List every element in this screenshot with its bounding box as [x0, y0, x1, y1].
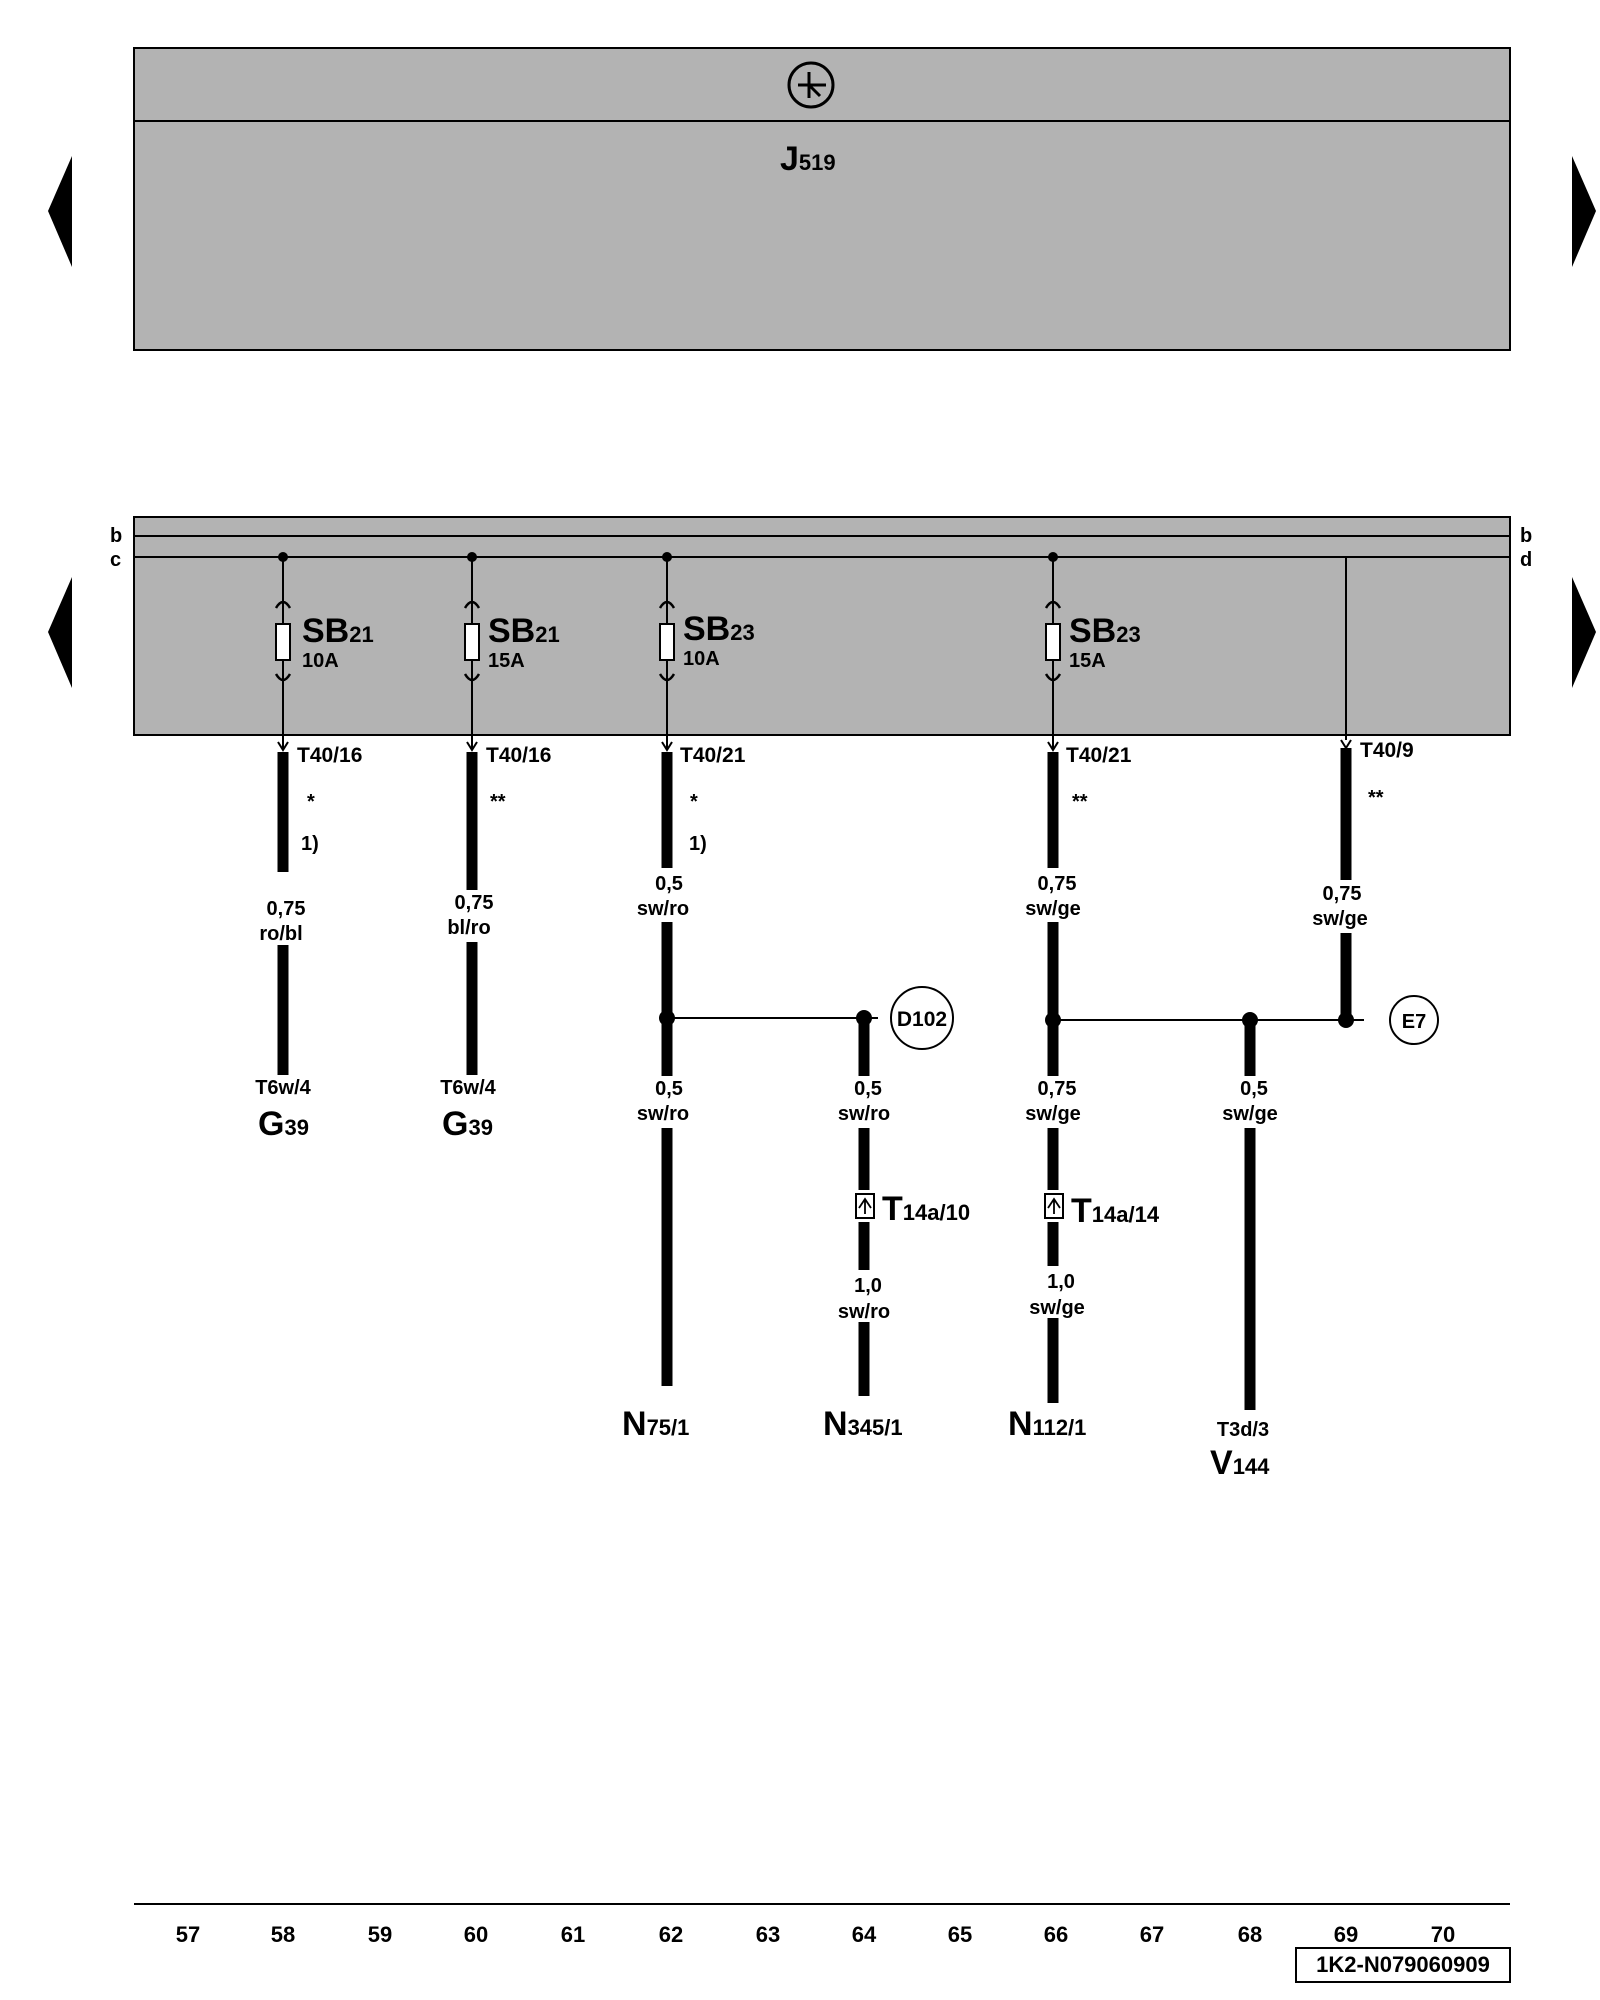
grid-number: 64	[852, 1922, 877, 1947]
svg-text:sw/ro: sw/ro	[838, 1301, 890, 1323]
splice-e7: E7	[1389, 995, 1439, 1045]
component-g39-a: G39	[258, 1105, 309, 1143]
svg-text:sw/ge: sw/ge	[1025, 898, 1081, 920]
svg-text:SB21: SB21	[302, 612, 374, 650]
svg-text:sw/ge: sw/ge	[1025, 1103, 1081, 1125]
grid-number: 59	[368, 1922, 392, 1947]
grid-number: 61	[561, 1922, 585, 1947]
svg-text:0,5: 0,5	[655, 873, 683, 895]
svg-text:SB23: SB23	[1069, 612, 1141, 650]
bus-label-b-right: b	[1520, 525, 1532, 547]
component-pin: T6w/4	[255, 1077, 311, 1099]
svg-text:0,5: 0,5	[854, 1078, 882, 1100]
grid-numbers: 57 58 59 60 61 62 63 64 65 66 67 68 69 70	[176, 1922, 1455, 1947]
svg-text:*: *	[307, 791, 315, 813]
fuse-amp: 10A	[302, 650, 339, 672]
grid-number: 66	[1044, 1922, 1068, 1947]
grid-number: 57	[176, 1922, 200, 1947]
pin-label: T40/21	[1066, 744, 1132, 767]
pin-label: T40/16	[486, 744, 551, 767]
wire-col-68	[1242, 1012, 1258, 1410]
wire-col-66	[1045, 752, 1364, 1403]
svg-text:D102: D102	[897, 1008, 947, 1031]
fuse-sb23-10a	[658, 557, 676, 752]
connector-t14a-10-icon	[855, 1193, 875, 1219]
grid-number: 58	[271, 1922, 295, 1947]
svg-text:*: *	[690, 791, 698, 813]
wire-col-64	[856, 1010, 878, 1396]
wire-col-69	[1338, 748, 1354, 1028]
svg-text:1,0: 1,0	[1047, 1271, 1075, 1293]
next-page-arrow-top[interactable]	[1572, 156, 1596, 267]
grid-number: 60	[464, 1922, 488, 1947]
grid-number: 70	[1431, 1922, 1455, 1947]
wire-color: ro/bl	[259, 923, 302, 945]
pin-label: T40/21	[680, 744, 746, 767]
bus-d	[1345, 556, 1510, 740]
svg-text:T3d/3: T3d/3	[1217, 1419, 1269, 1441]
svg-text:0,75: 0,75	[455, 892, 494, 914]
grid-number: 63	[756, 1922, 780, 1947]
svg-text:bl/ro: bl/ro	[447, 917, 490, 939]
svg-text:10A: 10A	[683, 648, 720, 670]
svg-text:**: **	[490, 791, 506, 813]
component-n345: N345/1	[823, 1405, 903, 1443]
fuse-holder-box	[133, 516, 1511, 736]
grid-number: 68	[1238, 1922, 1262, 1947]
svg-text:T6w/4: T6w/4	[440, 1077, 496, 1099]
component-g39-b: G39	[442, 1105, 493, 1143]
pin-label: T40/16	[297, 744, 362, 767]
svg-text:E7: E7	[1402, 1011, 1426, 1033]
svg-text:0,75: 0,75	[1038, 1078, 1077, 1100]
svg-text:0,75: 0,75	[1323, 883, 1362, 905]
wire-col-62	[659, 752, 864, 1386]
bus-label-c-left: c	[110, 549, 121, 571]
svg-text:15A: 15A	[1069, 650, 1106, 672]
prev-page-arrow-mid[interactable]	[48, 577, 72, 688]
bus-label-d-right: d	[1520, 549, 1532, 571]
svg-text:sw/ge: sw/ge	[1029, 1297, 1085, 1319]
databus-icon	[787, 61, 835, 109]
grid-number: 69	[1334, 1922, 1358, 1947]
svg-text:sw/ro: sw/ro	[838, 1103, 890, 1125]
prev-page-arrow-top[interactable]	[48, 156, 72, 267]
svg-text:**: **	[1368, 787, 1384, 809]
component-n75: N75/1	[622, 1405, 689, 1443]
svg-text:**: **	[1072, 791, 1088, 813]
grid-number: 67	[1140, 1922, 1164, 1947]
next-page-arrow-mid[interactable]	[1572, 577, 1596, 688]
fuse-sb23-15a	[1044, 557, 1062, 752]
svg-text:sw/ro: sw/ro	[637, 898, 689, 920]
svg-text:15A: 15A	[488, 650, 525, 672]
component-n112: N112/1	[1008, 1405, 1086, 1443]
wire-size: 0,75	[267, 898, 306, 920]
svg-text:1): 1)	[301, 833, 319, 855]
module-label: J519	[780, 140, 836, 178]
connector-t14a-14-icon	[1044, 1193, 1064, 1219]
pin-label: T40/9	[1360, 739, 1414, 762]
svg-text:sw/ge: sw/ge	[1222, 1103, 1278, 1125]
grid-number: 62	[659, 1922, 683, 1947]
fuse-sb21-15a	[463, 557, 481, 752]
connector-t14a-10: T14a/10	[882, 1190, 970, 1228]
svg-text:SB23: SB23	[683, 610, 755, 648]
connector-t14a-14: T14a/14	[1071, 1192, 1160, 1230]
svg-text:sw/ro: sw/ro	[637, 1103, 689, 1125]
svg-text:1,0: 1,0	[854, 1275, 882, 1297]
svg-text:0,5: 0,5	[1240, 1078, 1268, 1100]
svg-text:0,5: 0,5	[655, 1078, 683, 1100]
fuse-sb21-10a	[274, 557, 292, 752]
svg-text:1): 1)	[689, 833, 707, 855]
svg-text:0,75: 0,75	[1038, 873, 1077, 895]
doc-id-box	[1295, 1947, 1511, 1983]
component-v144: V144	[1210, 1444, 1270, 1482]
bus-label-b-left: b	[110, 525, 122, 547]
doc-id: 1K2-N079060909	[1316, 1952, 1490, 1977]
svg-text:sw/ge: sw/ge	[1312, 908, 1368, 930]
splice-d102: D102	[890, 986, 954, 1050]
grid-number: 65	[948, 1922, 972, 1947]
svg-text:SB21: SB21	[488, 612, 560, 650]
